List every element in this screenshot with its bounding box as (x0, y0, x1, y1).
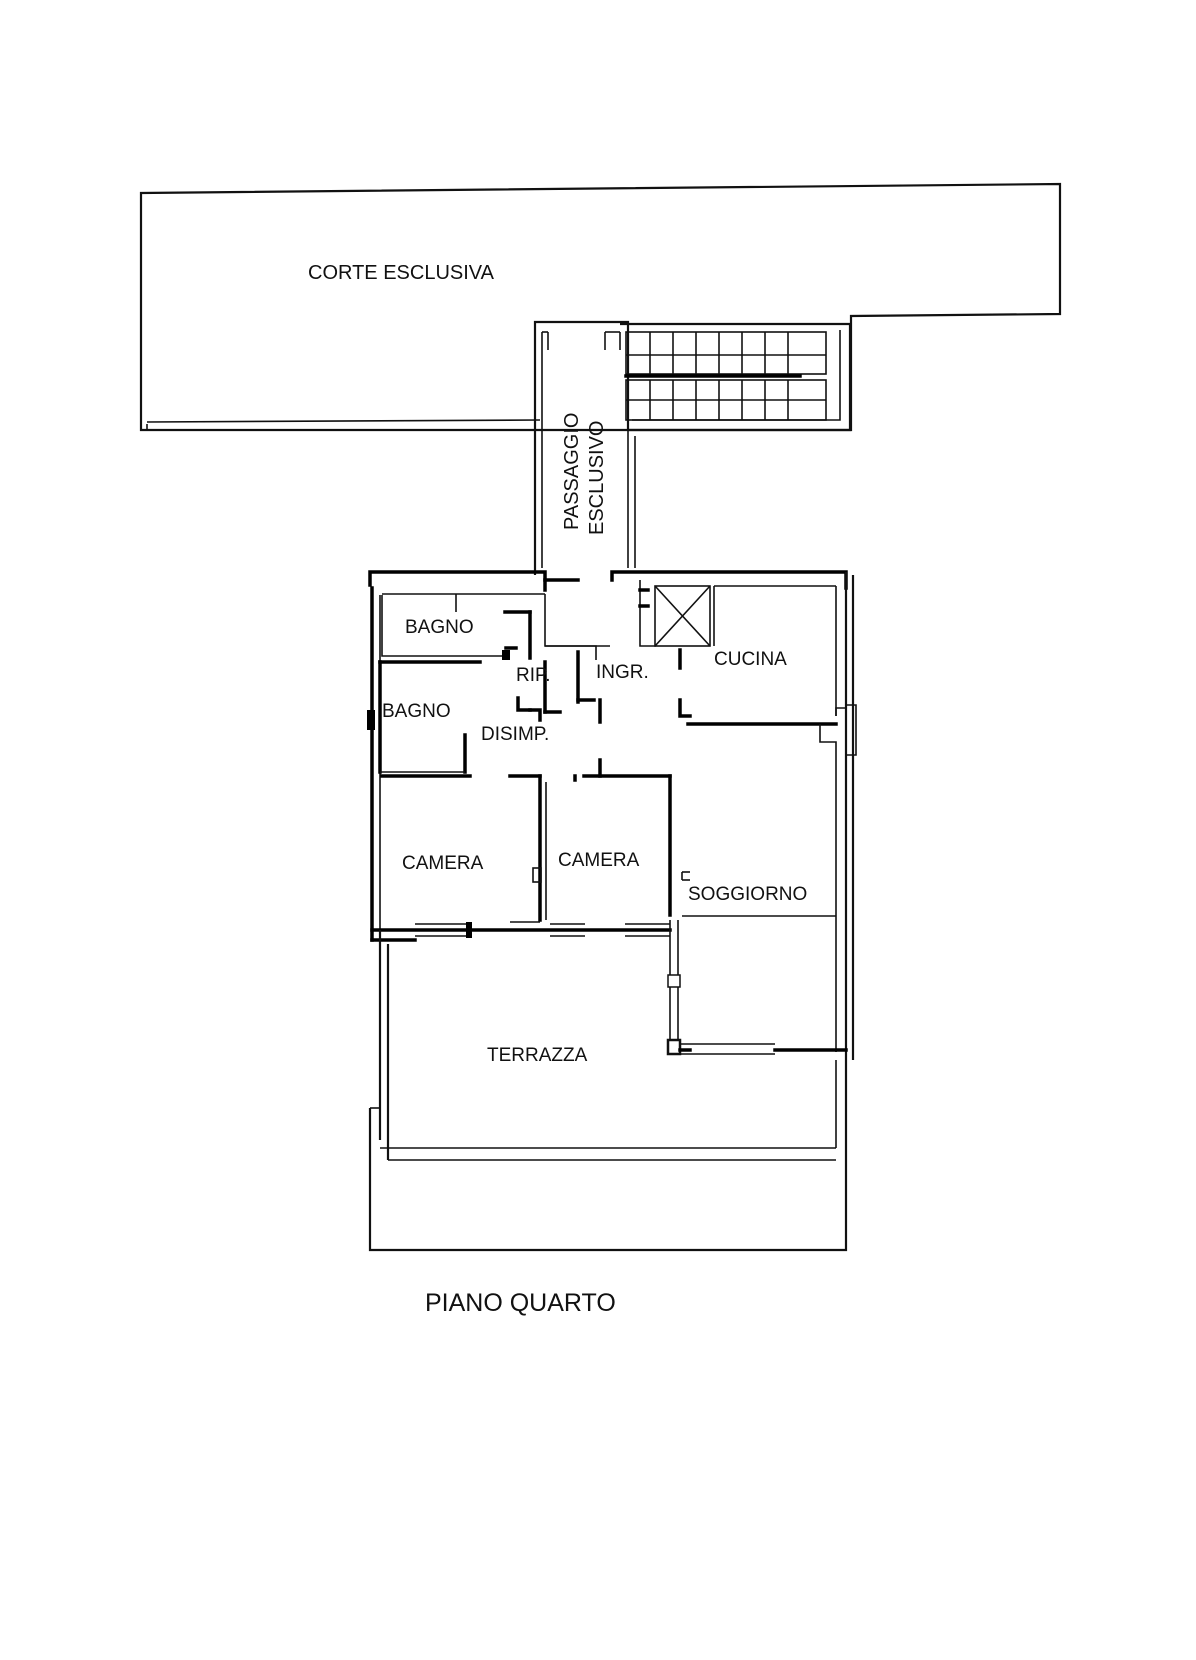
passaggio-label-line2: ESCLUSIVO (586, 421, 608, 535)
terrazza-label: TERRAZZA (487, 1045, 588, 1066)
terrazza-area (368, 930, 848, 1252)
soggiorno-label: SOGGIORNO (688, 884, 807, 905)
bagno-top-walls (381, 593, 545, 660)
bagno-bottom-walls (367, 660, 482, 774)
soggiorno-walls (666, 915, 848, 1056)
corte-esclusiva-label: CORTE ESCLUSIVA (308, 262, 495, 284)
ingresso-label: INGR. (596, 662, 649, 683)
corte-esclusiva-area (139, 182, 1062, 432)
apartment-walls (368, 570, 855, 1060)
passaggio-esclusivo-area (533, 320, 636, 575)
cucina-label: CUCINA (714, 649, 787, 670)
ingresso-cucina-walls (544, 580, 857, 1052)
plan-title: PIANO QUARTO (425, 1289, 616, 1317)
ripostiglio-walls (516, 650, 602, 724)
ripostiglio-label: RIP. (516, 665, 551, 686)
disimpegno-label: DISIMP. (481, 724, 549, 745)
camera-left-label: CAMERA (402, 853, 484, 874)
passaggio-label-line1: PASSAGGIO (561, 413, 583, 530)
camera-walls (370, 758, 690, 938)
bagno-bottom-label: BAGNO (382, 701, 451, 722)
bagno-top-label: BAGNO (405, 617, 474, 638)
stair-block (620, 322, 852, 432)
camera-right-label: CAMERA (558, 850, 640, 871)
